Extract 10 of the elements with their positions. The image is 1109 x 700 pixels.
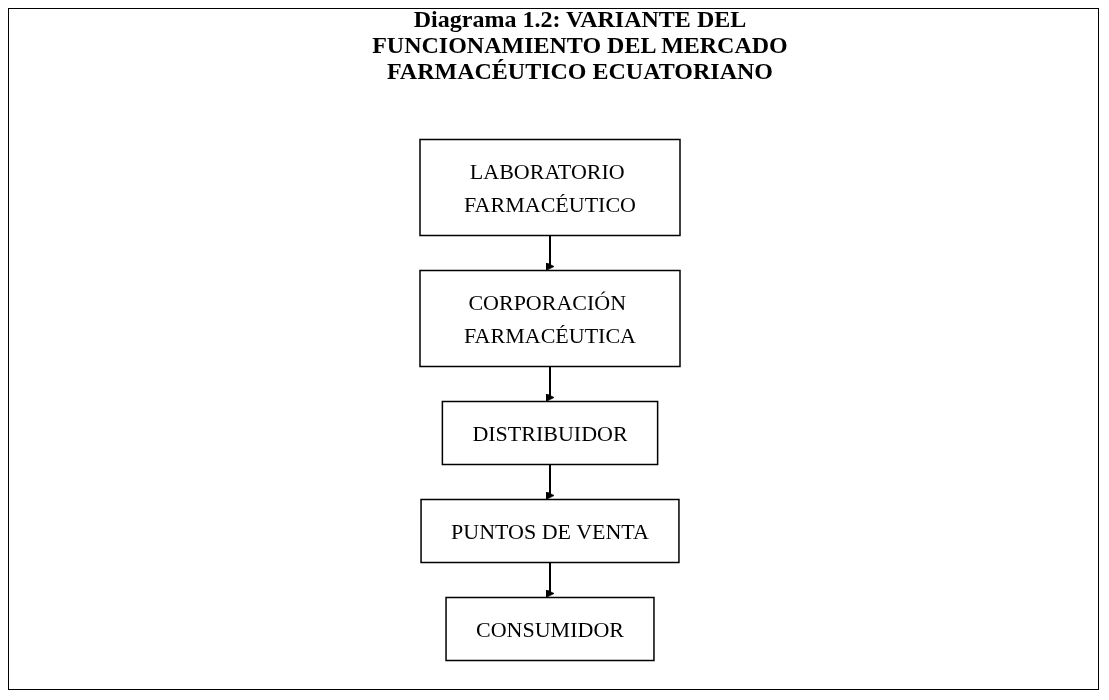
arrow — [545, 463, 555, 500]
node-box: PUNTOS DE VENTA — [420, 498, 680, 564]
node-box: DISTRIBUIDOR — [441, 400, 659, 466]
arrow — [545, 561, 555, 598]
arrow — [545, 234, 555, 271]
node-box: CONSUMIDOR — [445, 596, 655, 662]
node-box: LABORATORIO FARMACÉUTICO — [419, 138, 681, 237]
arrow — [545, 365, 555, 402]
diagram-title: Diagrama 1.2: VARIANTE DEL FUNCIONAMIENTO DEL MERCADO FARMACÉUTICO ECUATORIANO — [371, 6, 789, 84]
node-box: CORPORACIÓN FARMACÉUTICA — [419, 269, 681, 368]
